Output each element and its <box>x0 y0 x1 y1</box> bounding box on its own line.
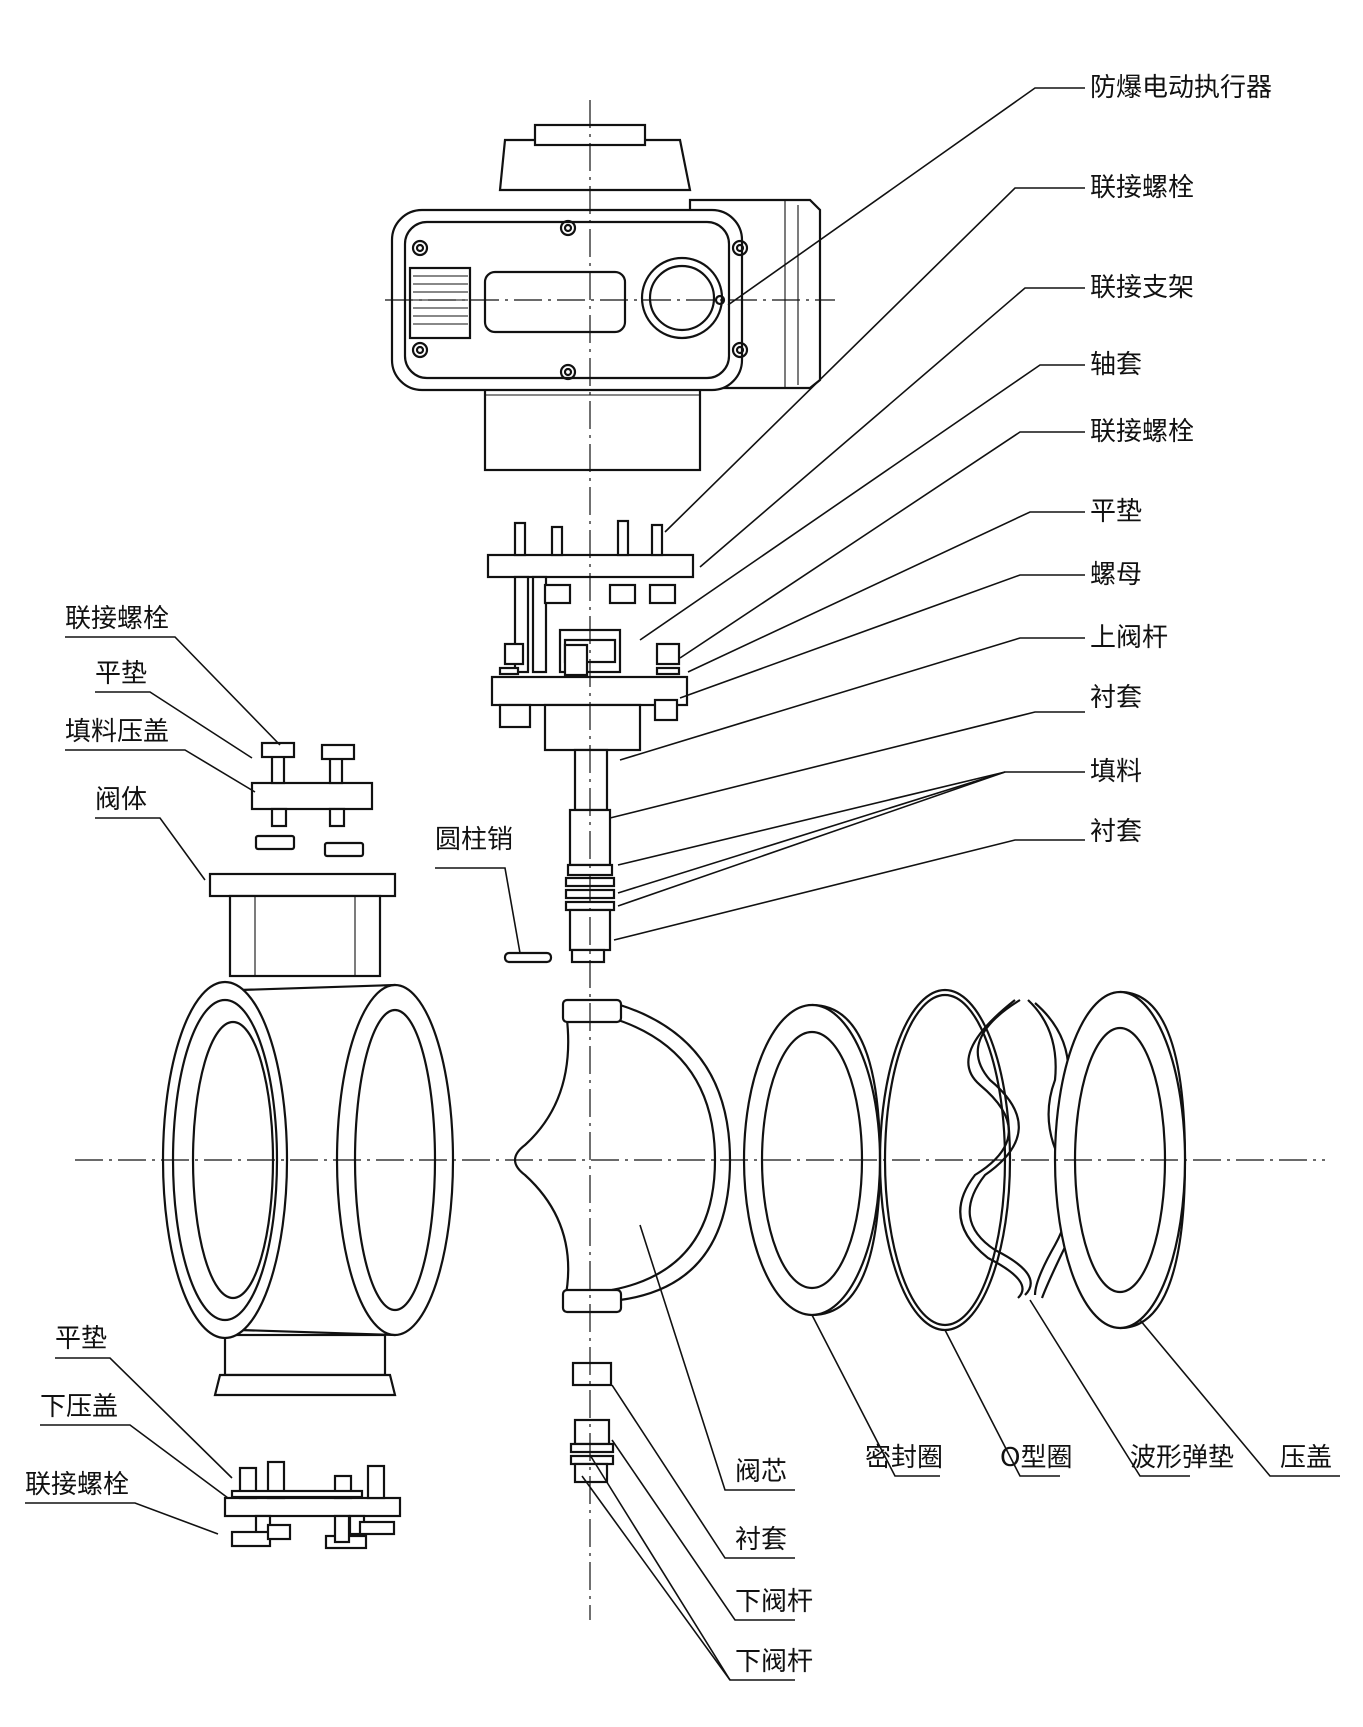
lower-parts-drawing <box>569 1361 615 1484</box>
label-lower-stem-1: 下阀杆 <box>735 1587 813 1617</box>
label-nut: 螺母 <box>1090 560 1142 590</box>
leader-lines <box>25 87 1340 1681</box>
label-body: 阀体 <box>95 785 147 815</box>
vent-grille <box>413 275 468 325</box>
label-washer-bottom: 平垫 <box>55 1324 107 1354</box>
label-pin: 圆柱销 <box>435 825 513 855</box>
label-lower-stem-2: 下阀杆 <box>735 1647 813 1677</box>
label-washer-left: 平垫 <box>95 659 147 689</box>
pin-drawing <box>503 951 553 964</box>
label-press-cover: 压盖 <box>1280 1443 1332 1473</box>
lower-cover-drawing <box>223 1460 402 1550</box>
callout-labels: 防爆电动执行器 联接螺栓 联接支架 轴套 联接螺栓 平垫 螺母 上阀杆 衬套 填… <box>25 73 1332 1677</box>
label-bushing-top: 轴套 <box>1090 350 1142 380</box>
label-bolt-mid: 联接螺栓 <box>1090 417 1194 447</box>
label-bracket: 联接支架 <box>1090 273 1194 303</box>
actuator-drawing <box>390 123 822 472</box>
label-bolt-left: 联接螺栓 <box>65 604 169 634</box>
label-wave-spring: 波形弹垫 <box>1130 1443 1234 1473</box>
display-window <box>483 270 627 334</box>
valve-body-drawing <box>161 872 455 1397</box>
label-packing: 填料 <box>1090 757 1142 787</box>
label-o-ring: O型圈 <box>1000 1443 1072 1473</box>
label-upper-stem: 上阀杆 <box>1090 623 1168 653</box>
gland-drawing <box>250 741 374 858</box>
control-knob <box>648 264 716 332</box>
label-liner-bottom: 衬套 <box>735 1525 787 1555</box>
label-gland: 填料压盖 <box>65 717 169 747</box>
label-lower-cover: 下压盖 <box>40 1392 118 1422</box>
valve-core-drawing <box>513 998 732 1314</box>
label-liner-top: 衬套 <box>1090 683 1142 713</box>
label-bolt-top: 联接螺栓 <box>1090 173 1194 203</box>
label-liner-mid: 衬套 <box>1090 817 1142 847</box>
label-actuator: 防爆电动执行器 <box>1090 73 1272 103</box>
label-washer-top: 平垫 <box>1090 497 1142 527</box>
centerlines <box>75 100 1325 1620</box>
label-bolt-bottom: 联接螺栓 <box>25 1470 129 1500</box>
label-core: 阀芯 <box>735 1457 787 1487</box>
label-seal-ring: 密封圈 <box>865 1443 943 1473</box>
